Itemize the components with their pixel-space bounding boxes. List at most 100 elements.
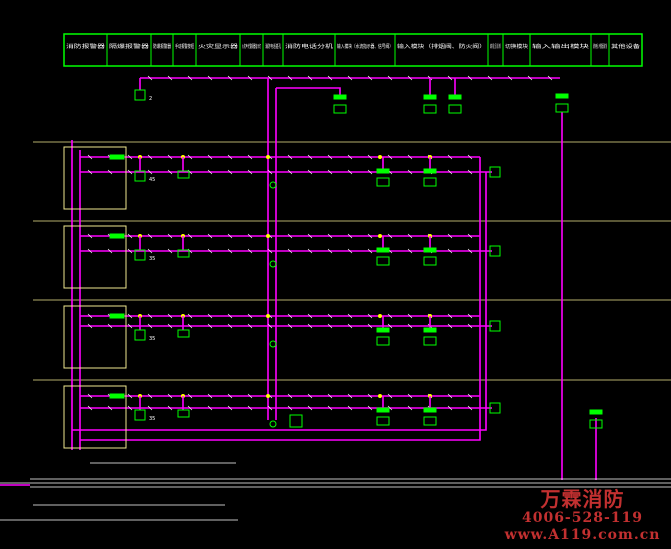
- output-module-box: [423, 336, 437, 346]
- wire-tick: [347, 313, 353, 319]
- wire-tick: [147, 313, 153, 319]
- header-cell: 输入模块（排烟阀、防火阀）: [397, 43, 486, 50]
- floor-count: 35: [149, 256, 155, 262]
- wire-tick: [167, 313, 173, 319]
- wire-tick: [407, 75, 413, 81]
- header-cell: 切换模块: [505, 43, 528, 50]
- wire-tick: [167, 75, 173, 81]
- wire-tick: [207, 75, 213, 81]
- input-module: [376, 168, 390, 174]
- wire-tick: [367, 313, 373, 319]
- wire-tick: [247, 248, 253, 254]
- wire-tick: [127, 169, 133, 175]
- wire-tick: [127, 323, 133, 329]
- input-module: [376, 247, 390, 253]
- wire-tick: [187, 405, 193, 411]
- wire-tick: [407, 233, 413, 239]
- top-module: [333, 94, 347, 100]
- wire-tick: [347, 154, 353, 160]
- wire-tick: [327, 313, 333, 319]
- wire-tick: [387, 323, 393, 329]
- junction-dot: [378, 394, 382, 398]
- wire-tick: [227, 154, 233, 160]
- wire-tick: [167, 405, 173, 411]
- wire-tick: [167, 393, 173, 399]
- wire-tick: [227, 169, 233, 175]
- wire-tick: [387, 233, 393, 239]
- wire-tick: [367, 169, 373, 175]
- top-module-3: [448, 94, 462, 100]
- wire-tick: [327, 248, 333, 254]
- wire-tick: [467, 313, 473, 319]
- output-module: [423, 407, 437, 413]
- wire-tick: [387, 405, 393, 411]
- wire-tick: [287, 323, 293, 329]
- wire-tick: [187, 323, 193, 329]
- wire-tick: [407, 154, 413, 160]
- wire-tick: [127, 405, 133, 411]
- sounder: [269, 260, 277, 268]
- wire-tick: [247, 154, 253, 160]
- wire-tick: [327, 393, 333, 399]
- wire-tick: [207, 323, 213, 329]
- wire-tick: [447, 393, 453, 399]
- output-module-box: [423, 416, 437, 426]
- header-cell: 火灾显示器: [198, 43, 238, 50]
- wire-tick: [127, 233, 133, 239]
- wire-tick: [167, 233, 173, 239]
- floor-controller: [109, 154, 125, 160]
- header-cell: 消防电话插孔: [265, 43, 281, 50]
- wire-tick: [347, 393, 353, 399]
- header-cell: 消防报警器: [66, 43, 105, 50]
- header-cell: 输入输出模块: [532, 43, 589, 50]
- wire-tick: [227, 393, 233, 399]
- wire-tick: [447, 248, 453, 254]
- wire-tick: [327, 405, 333, 411]
- wire-tick: [127, 248, 133, 254]
- wire-tick: [287, 248, 293, 254]
- wire-tick: [127, 313, 133, 319]
- wire-tick: [547, 75, 553, 81]
- wire-tick: [87, 323, 93, 329]
- wire-tick: [307, 169, 313, 175]
- wire-tick: [167, 169, 173, 175]
- top-smoke-detector: [134, 89, 146, 101]
- output-module-box: [423, 177, 437, 187]
- wire-tick: [207, 313, 213, 319]
- wire-tick: [187, 154, 193, 160]
- wire-tick: [467, 323, 473, 329]
- floor-panel: [63, 225, 127, 289]
- output-module: [423, 168, 437, 174]
- wire-tick: [307, 233, 313, 239]
- floor-controller: [109, 313, 125, 319]
- wire-tick: [127, 154, 133, 160]
- floor4-extra-box: [289, 414, 303, 428]
- wire-tick: [387, 393, 393, 399]
- wire-tick: [407, 323, 413, 329]
- manual-button: [177, 409, 190, 418]
- wire-tick: [407, 405, 413, 411]
- wire-tick: [487, 75, 493, 81]
- wire-tick: [467, 393, 473, 399]
- wire-tick: [107, 169, 113, 175]
- wire-tick: [307, 393, 313, 399]
- wire-tick: [207, 248, 213, 254]
- junction-dot: [378, 314, 382, 318]
- wire-tick: [227, 233, 233, 239]
- brand-phone: 4006-528-119: [521, 510, 644, 526]
- wire-tick: [467, 169, 473, 175]
- wire-tick: [307, 154, 313, 160]
- wire-tick: [347, 323, 353, 329]
- output-module-box: [423, 256, 437, 266]
- manual-button: [177, 329, 190, 338]
- wire-tick: [247, 313, 253, 319]
- junction-dot: [266, 314, 270, 318]
- wire-tick: [267, 248, 273, 254]
- wire-tick: [307, 248, 313, 254]
- wire-tick: [387, 313, 393, 319]
- top-branch: [276, 87, 341, 95]
- header-cell: 消防专用电话、声光报警器及消防广播: [593, 43, 607, 50]
- wire-tick: [167, 248, 173, 254]
- wire-tick: [327, 323, 333, 329]
- wire-tick: [307, 323, 313, 329]
